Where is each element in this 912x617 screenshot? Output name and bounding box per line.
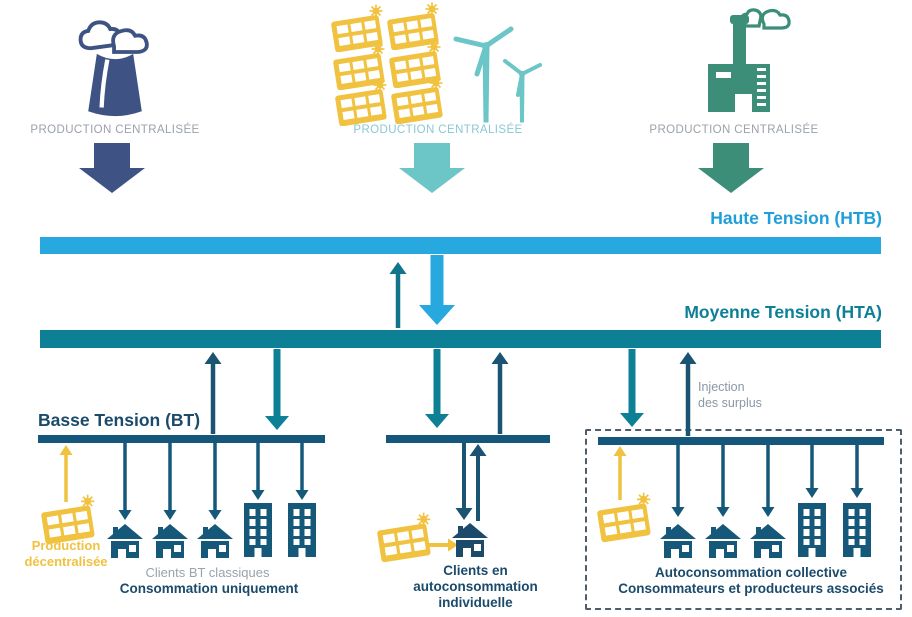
bt-bus-bar-middle xyxy=(386,435,550,443)
solar-panel-icon xyxy=(40,494,98,544)
production-flow-arrow xyxy=(698,143,764,193)
caption-autoconsommation-individuelle: Clients en autoconsommation individuelle xyxy=(413,563,538,611)
wind-turbines-icon xyxy=(453,26,542,123)
house-icon xyxy=(750,524,786,558)
bt-bus-bar-right xyxy=(598,437,884,445)
nuclear-plant-icon xyxy=(78,20,149,117)
caption-consommation-uniquement: Consommation uniquement xyxy=(119,581,299,596)
house-icon xyxy=(152,524,188,558)
production-flow-arrow xyxy=(79,143,145,193)
hta-bus-bar xyxy=(40,330,881,348)
production-centralisee-label: PRODUCTION CENTRALISÉE xyxy=(649,124,819,136)
htb-label: Haute Tension (HTB) xyxy=(710,208,882,228)
house-icon xyxy=(197,524,233,558)
solar-panel-icon xyxy=(334,78,390,126)
bt-label: Basse Tension (BT) xyxy=(38,410,201,430)
caption-autoconsommation-collective: Autoconsommation collective xyxy=(654,565,848,580)
production-decentralisee-label: Production décentralisée xyxy=(24,538,108,570)
factory-icon xyxy=(708,8,791,112)
production-flow-arrow xyxy=(399,143,465,193)
bt-bus-bar-left xyxy=(38,435,325,443)
caption-clients-bt: Clients BT classiques xyxy=(145,565,270,580)
house-icon xyxy=(452,523,488,557)
building-icon xyxy=(843,503,871,557)
hta-label: Moyenne Tension (HTA) xyxy=(684,302,882,322)
production-centralisee-label: PRODUCTION CENTRALISÉE xyxy=(353,124,523,136)
house-icon xyxy=(705,524,741,558)
building-icon xyxy=(288,503,316,557)
production-centralisee-label: PRODUCTION CENTRALISÉE xyxy=(30,124,200,136)
caption-consommateurs-producteurs: Consommateurs et producteurs associés xyxy=(618,581,884,596)
building-icon xyxy=(798,503,826,557)
htb-bus-bar xyxy=(40,237,881,254)
solar-panel-icon xyxy=(376,512,434,562)
collective-group-box xyxy=(585,429,902,610)
solar-panel-icon xyxy=(596,492,654,542)
injection-surplus-label: Injection des surplus xyxy=(698,380,762,411)
house-icon xyxy=(660,524,696,558)
solar-panel-icon xyxy=(390,76,446,124)
building-icon xyxy=(244,503,272,557)
